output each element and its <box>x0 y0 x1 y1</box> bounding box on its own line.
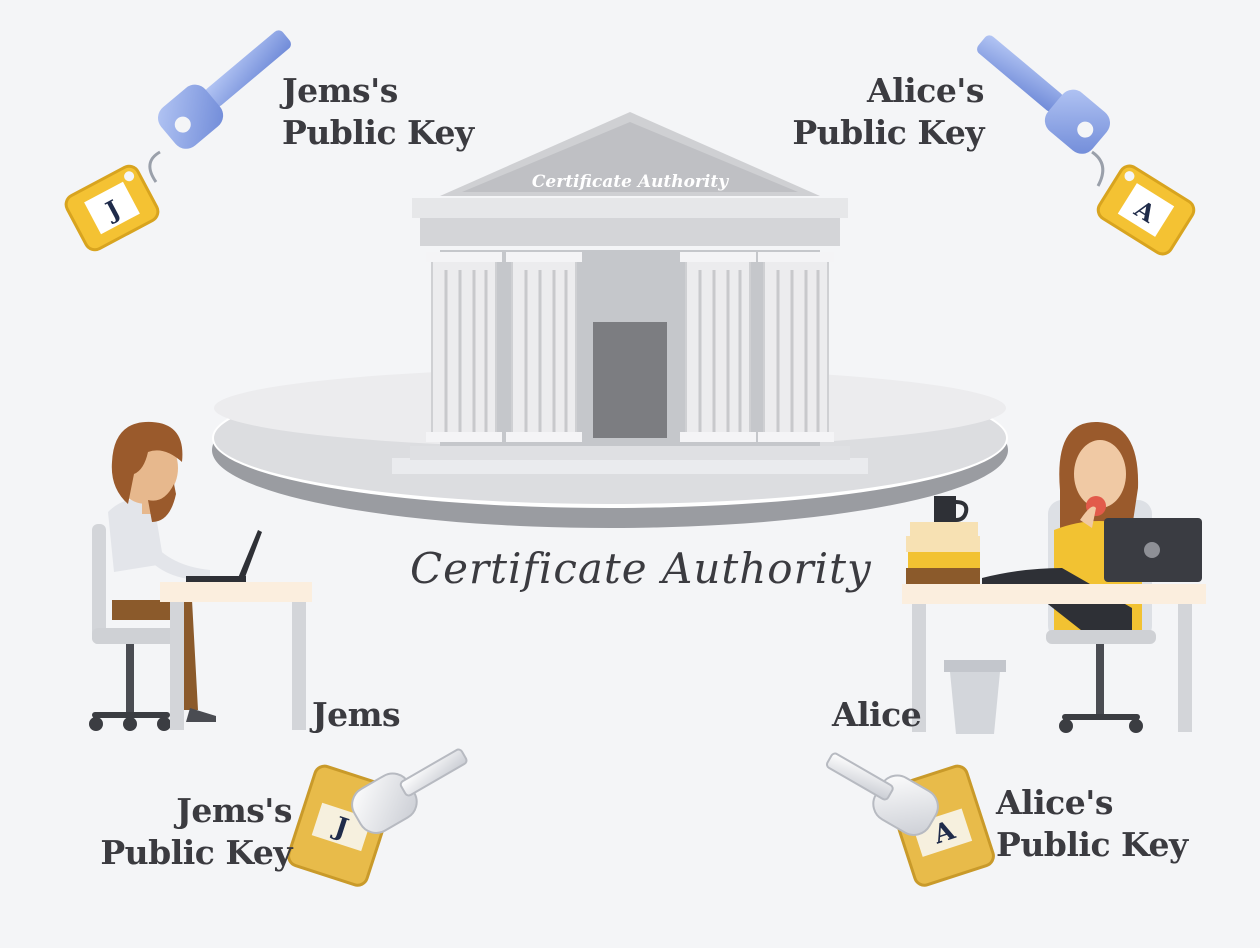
white-key-icon <box>825 752 995 887</box>
label-line: Alice's <box>996 783 1113 822</box>
blue-key-icon <box>977 35 1196 256</box>
laptop-icon <box>1104 518 1202 582</box>
alice-bottom-key-label: Alice's Public Key <box>996 782 1188 866</box>
label-line: Public Key <box>282 113 474 152</box>
label-line: Jems's <box>282 71 398 110</box>
laptop-icon <box>186 530 262 582</box>
label-line: Public Key <box>792 113 984 152</box>
jems-top-key-label: Jems's Public Key <box>282 70 474 154</box>
mug-icon <box>934 496 969 522</box>
building-label: Certificate Authority <box>531 172 729 192</box>
jems-name-label: Jems <box>312 695 401 734</box>
label-line: Jems's <box>176 791 292 830</box>
jems-bottom-key-label: Jems's Public Key <box>100 790 292 874</box>
label-line: Public Key <box>996 825 1188 864</box>
alice-name-label: Alice <box>832 695 922 734</box>
alice-figure <box>902 421 1206 734</box>
chair-icon <box>89 524 178 731</box>
label-line: Public Key <box>100 833 292 872</box>
trash-bin-icon <box>944 660 1006 734</box>
alice-top-key-label: Alice's Public Key <box>792 70 984 154</box>
jems-figure <box>89 421 312 731</box>
label-line: Alice's <box>867 71 984 110</box>
certificate-authority-caption: Certificate Authority <box>410 544 872 593</box>
bank-building-icon <box>212 112 1008 528</box>
blue-key-icon <box>64 30 291 252</box>
white-key-icon <box>287 748 468 887</box>
